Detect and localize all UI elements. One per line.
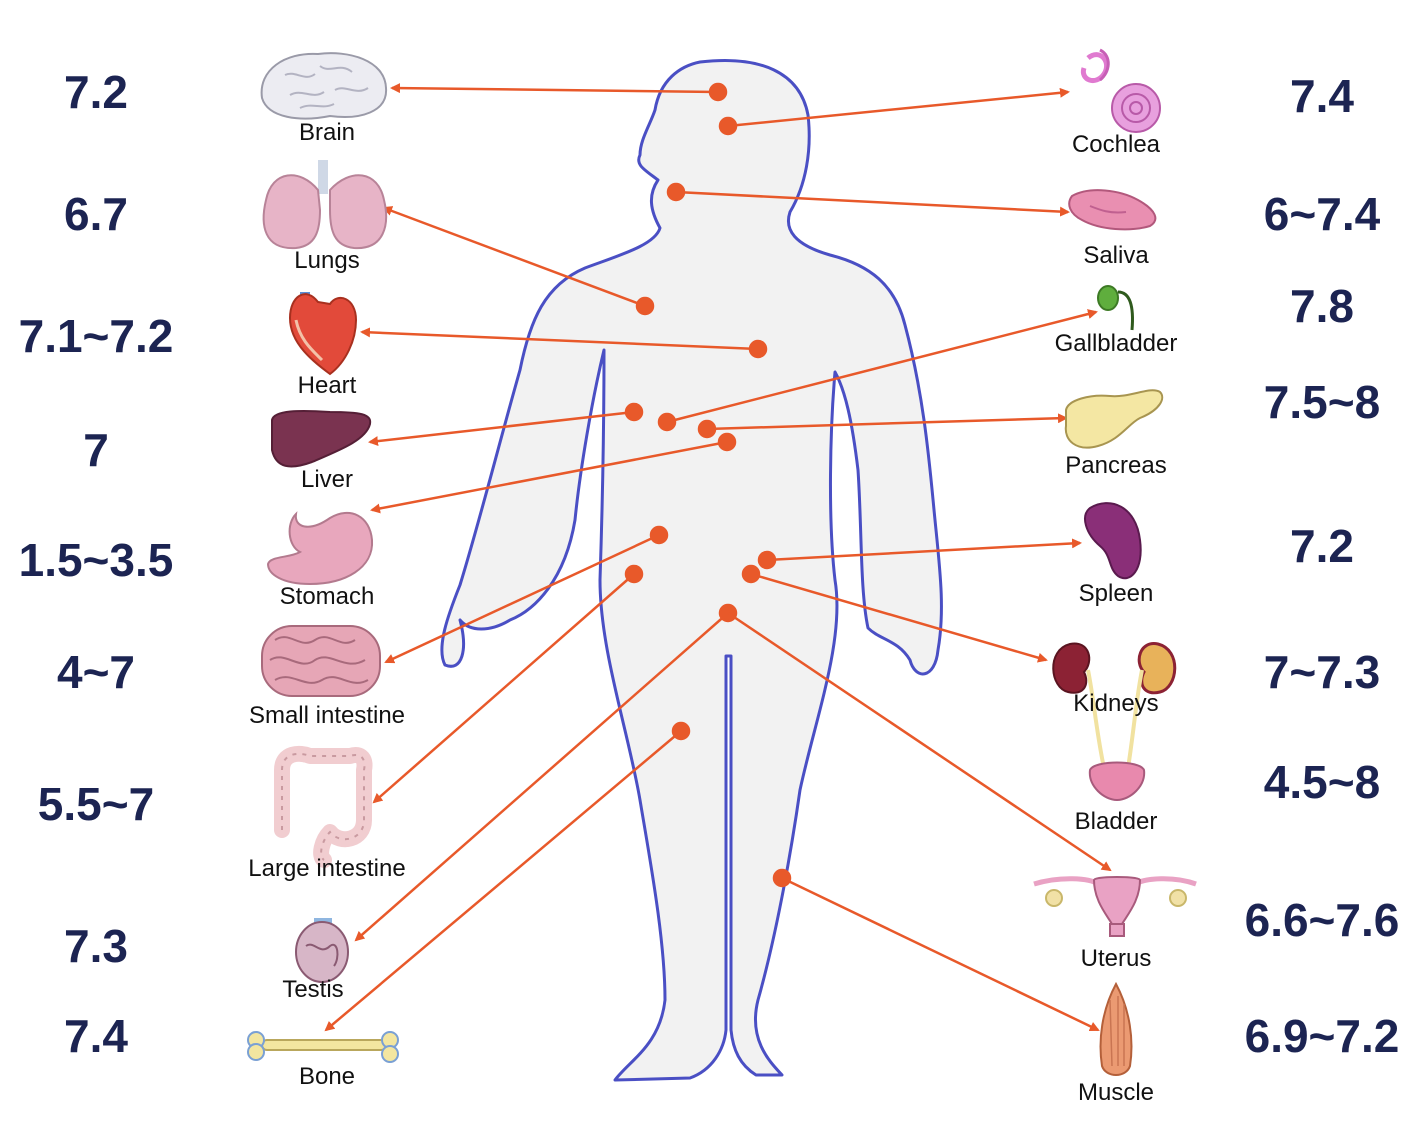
- ph-value-muscle: 6.9~7.2: [1245, 1010, 1400, 1062]
- arrow-cochlea-origin: [720, 118, 736, 134]
- left-organ-column: Brain Lungs Heart Liver Stomach: [248, 53, 406, 1090]
- ph-value-spleen: 7.2: [1290, 520, 1354, 572]
- ph-value-gallbladder: 7.8: [1290, 280, 1354, 332]
- arrow-large-intestine-origin: [626, 566, 642, 582]
- arrow-brain-origin: [710, 84, 726, 100]
- organ-label-large-intestine: Large intestine: [248, 855, 405, 882]
- heart-icon: [290, 292, 356, 374]
- organ-label-small-intestine: Small intestine: [249, 702, 405, 729]
- organ-label-saliva: Saliva: [1083, 242, 1149, 269]
- organ-label-cochlea: Cochlea: [1072, 131, 1161, 158]
- arrow-bone-origin: [673, 723, 689, 739]
- organ-label-uterus: Uterus: [1081, 945, 1152, 972]
- right-ph-values: 7.4 6~7.4 7.8 7.5~8 7.2 7~7.3 4.5~8 6.6~…: [1245, 70, 1400, 1062]
- cochlea-icon: [1083, 50, 1160, 132]
- human-body-outline: [442, 60, 942, 1080]
- organ-label-bladder: Bladder: [1075, 808, 1158, 835]
- large-intestine-icon: [282, 754, 364, 860]
- muscle-icon: [1101, 984, 1132, 1075]
- ph-value-cochlea: 7.4: [1290, 70, 1354, 122]
- organ-label-lungs: Lungs: [294, 247, 359, 274]
- liver-icon: [272, 411, 370, 467]
- ph-value-kidneys: 7~7.3: [1264, 646, 1380, 698]
- arrow-kidneys-origin: [743, 566, 759, 582]
- organ-label-spleen: Spleen: [1079, 580, 1154, 607]
- arrow-liver-origin: [626, 404, 642, 420]
- right-organ-column: Cochlea Saliva Gallbladder Pancreas Sple…: [1034, 50, 1196, 1106]
- arrow-gallbladder-origin: [659, 414, 675, 430]
- saliva-gland-icon: [1069, 190, 1155, 229]
- spleen-icon: [1085, 503, 1141, 578]
- arrow-muscle-origin: [774, 870, 790, 886]
- ph-value-pancreas: 7.5~8: [1264, 376, 1380, 428]
- arrow-pancreas-origin: [699, 421, 715, 437]
- bladder-icon: [1090, 763, 1144, 801]
- ph-value-brain: 7.2: [64, 66, 128, 118]
- arrow-lungs: [384, 208, 645, 306]
- organ-label-bone: Bone: [299, 1063, 355, 1090]
- arrow-heart-origin: [750, 341, 766, 357]
- ph-value-stomach: 1.5~3.5: [19, 534, 174, 586]
- arrow-lungs-origin: [637, 298, 653, 314]
- brain-icon: [262, 53, 386, 118]
- organ-label-stomach: Stomach: [280, 583, 375, 610]
- small-intestine-icon: [262, 626, 380, 696]
- testis-icon: [296, 918, 348, 982]
- organ-label-gallbladder: Gallbladder: [1055, 330, 1178, 357]
- stomach-icon: [268, 513, 372, 584]
- ph-value-lungs: 6.7: [64, 188, 128, 240]
- ph-value-small-intestine: 4~7: [57, 646, 135, 698]
- organ-label-testis: Testis: [282, 976, 343, 1003]
- ph-value-bone: 7.4: [64, 1010, 128, 1062]
- ph-value-testis: 7.3: [64, 920, 128, 972]
- gallbladder-icon: [1098, 286, 1132, 330]
- ph-value-bladder: 4.5~8: [1264, 756, 1380, 808]
- organ-label-kidneys: Kidneys: [1073, 690, 1158, 717]
- arrow-small-intestine-origin: [651, 527, 667, 543]
- ph-value-heart: 7.1~7.2: [19, 310, 174, 362]
- organ-label-pancreas: Pancreas: [1065, 452, 1166, 479]
- arrow-saliva-origin: [668, 184, 684, 200]
- lungs-icon: [264, 160, 386, 248]
- organ-label-brain: Brain: [299, 119, 355, 146]
- pancreas-icon: [1066, 390, 1162, 447]
- arrow-stomach-origin: [719, 434, 735, 450]
- ph-value-uterus: 6.6~7.6: [1245, 894, 1400, 946]
- left-ph-values: 7.2 6.7 7.1~7.2 7 1.5~3.5 4~7 5.5~7 7.3 …: [19, 66, 174, 1062]
- organ-label-liver: Liver: [301, 466, 353, 493]
- bone-icon: [248, 1032, 398, 1062]
- organ-label-heart: Heart: [298, 372, 357, 399]
- uterus-icon: [1034, 877, 1196, 936]
- organ-label-muscle: Muscle: [1078, 1079, 1154, 1106]
- ph-value-liver: 7: [83, 424, 109, 476]
- ph-value-large-intestine: 5.5~7: [38, 778, 154, 830]
- ph-value-saliva: 6~7.4: [1264, 188, 1381, 240]
- arrow-spleen-origin: [759, 552, 775, 568]
